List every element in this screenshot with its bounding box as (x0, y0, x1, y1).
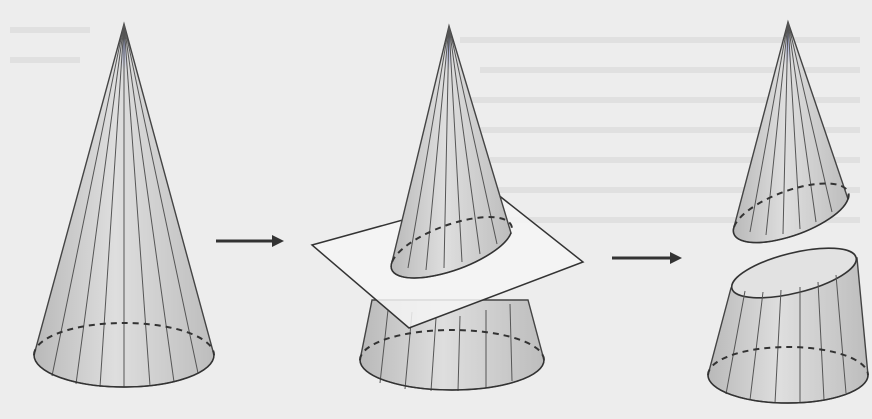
full-cone (34, 24, 214, 387)
lower-piece (708, 238, 868, 403)
cone-with-plane (312, 26, 583, 391)
separated-parts (708, 22, 868, 403)
arrow-right-icon (216, 235, 284, 247)
arrow-right-icon-2 (612, 252, 682, 264)
